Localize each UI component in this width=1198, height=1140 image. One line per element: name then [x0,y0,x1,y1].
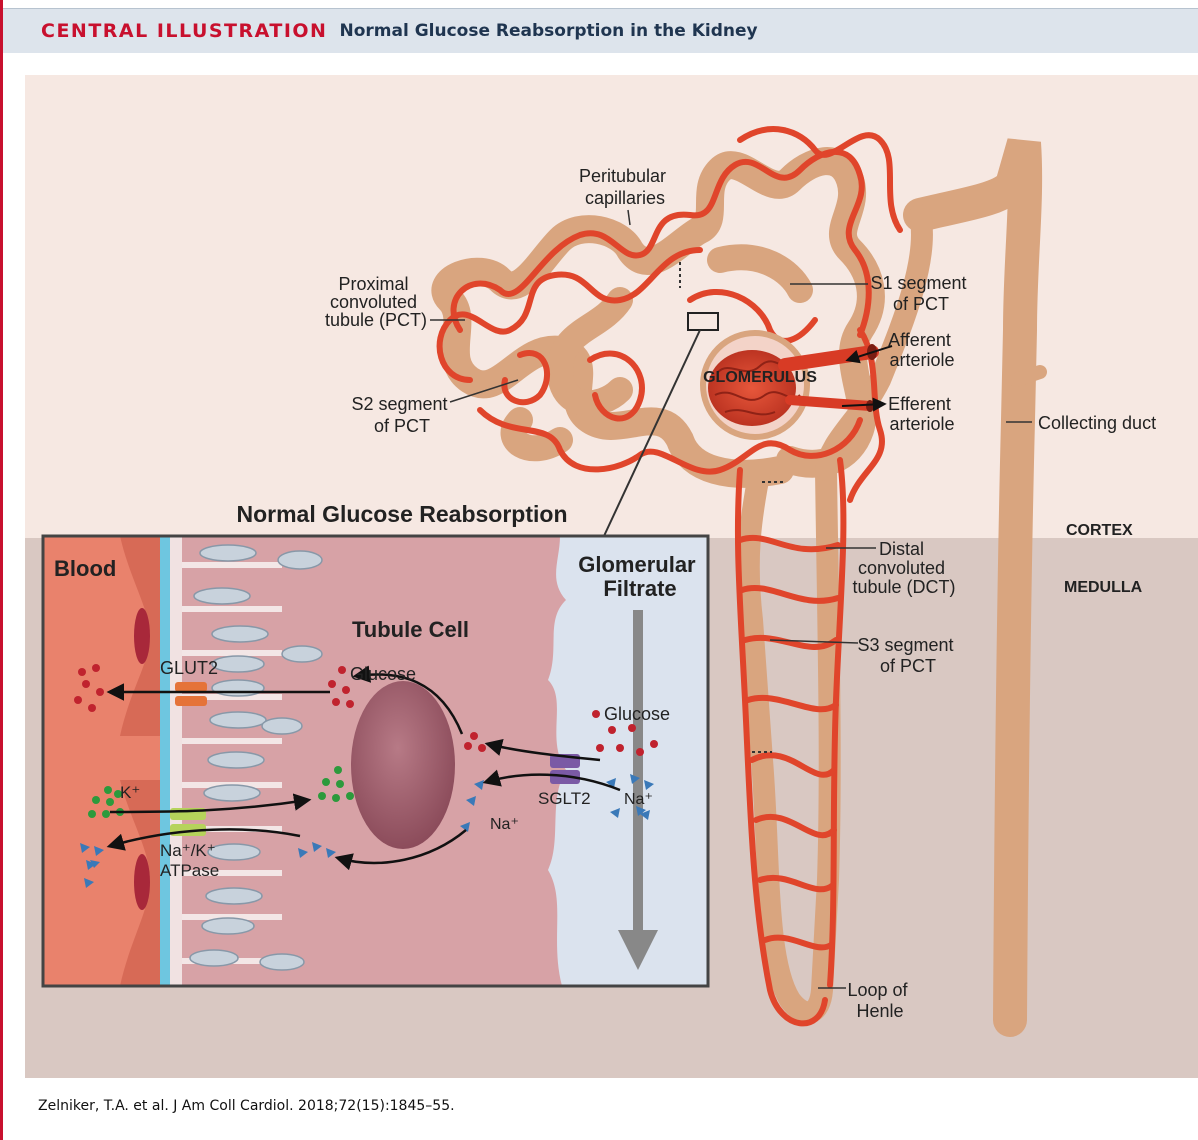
inset-title: Normal Glucose Reabsorption [236,501,567,527]
medulla-label: MEDULLA [1064,579,1143,596]
loop-of-henle-label: Loop of Henle [847,980,912,1021]
glucose-cell-label: Glucose [350,664,416,684]
na-k-atpase-label: Na⁺/K⁺ ATPase [160,841,220,880]
cortex-label: CORTEX [1066,522,1133,539]
sglt2-label: SGLT2 [538,789,591,808]
efferent-arteriole-label: Efferent arteriole [888,394,956,434]
nucleus [351,681,455,849]
inset-panel [43,536,708,986]
glomerulus-label: GLOMERULUS [703,369,817,386]
glut2-label: GLUT2 [160,658,218,678]
glucose-lumen-label: Glucose [604,704,670,724]
tubule-cell-label: Tubule Cell [352,617,469,642]
afferent-arteriole-label: Afferent arteriole [888,330,956,370]
collecting-duct-label: Collecting duct [1038,413,1156,433]
blood-label: Blood [54,556,116,581]
citation: Zelniker, T.A. et al. J Am Coll Cardiol.… [38,1098,455,1114]
sodium-lumen-label: Na⁺ [624,791,653,808]
sodium-cell-label: Na⁺ [490,816,519,833]
potassium-label: K⁺ [120,783,140,802]
pct-label: Proximal convoluted tubule (PCT) [325,274,427,330]
